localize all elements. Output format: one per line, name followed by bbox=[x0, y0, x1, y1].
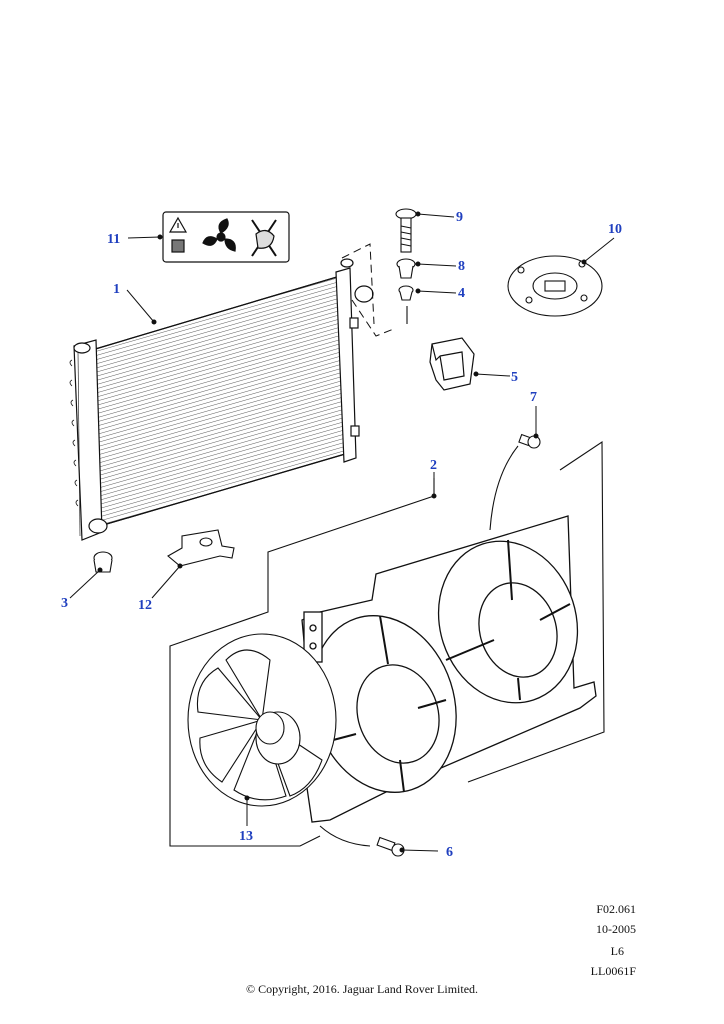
callout-5[interactable]: 5 bbox=[511, 370, 518, 385]
callout-3[interactable]: 3 bbox=[61, 596, 68, 611]
callout-13[interactable]: 13 bbox=[239, 829, 253, 844]
fan-assembly-frame bbox=[169, 440, 605, 847]
clip-part-5 bbox=[429, 337, 475, 391]
callout-11[interactable]: 11 bbox=[107, 232, 121, 247]
callout-9[interactable]: 9 bbox=[456, 210, 463, 225]
leader-lines bbox=[69, 211, 615, 853]
grommet-part-3 bbox=[93, 551, 113, 573]
callout-8[interactable]: 8 bbox=[458, 259, 465, 274]
callout-12[interactable]: 12 bbox=[138, 598, 152, 613]
callout-1[interactable]: 1 bbox=[113, 282, 120, 297]
bolt-part-7 bbox=[518, 433, 541, 449]
figure-date: 10-2005 bbox=[596, 922, 636, 936]
callout-2[interactable]: 2 bbox=[430, 458, 437, 473]
figure-number: F02.061 bbox=[596, 902, 636, 916]
guide-arcs bbox=[319, 445, 519, 847]
radiator bbox=[69, 258, 374, 541]
callout-10[interactable]: 10 bbox=[608, 222, 622, 237]
fan-shroud bbox=[299, 515, 597, 823]
callout-6[interactable]: 6 bbox=[446, 845, 453, 860]
callout-4[interactable]: 4 bbox=[458, 286, 465, 301]
warning-label bbox=[162, 211, 290, 263]
callout-7[interactable]: 7 bbox=[530, 390, 537, 405]
bracket-part-12 bbox=[167, 529, 235, 567]
bolt-part-9 bbox=[395, 208, 417, 253]
figure-variant: L6 bbox=[610, 944, 624, 958]
fan-blade-part-13 bbox=[187, 633, 337, 807]
copyright-notice: © Copyright, 2016. Jaguar Land Rover Lim… bbox=[245, 982, 479, 996]
cover-plate-part-10 bbox=[507, 255, 603, 317]
figure-code: LL0061F bbox=[590, 964, 636, 978]
grommet-part-4 bbox=[398, 285, 414, 324]
grommet-part-8 bbox=[396, 258, 416, 279]
guide-lines bbox=[341, 243, 397, 337]
bolt-part-6 bbox=[376, 836, 405, 857]
